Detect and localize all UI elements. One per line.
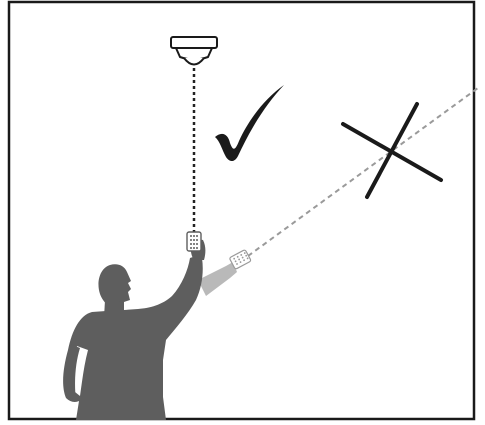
remote-control-icon bbox=[187, 232, 201, 251]
ceiling-sensor-icon bbox=[171, 37, 217, 65]
incorrect-arm bbox=[198, 262, 237, 296]
checkmark-icon bbox=[215, 85, 284, 161]
incorrect-aim-line bbox=[248, 88, 478, 256]
person-silhouette bbox=[63, 256, 203, 420]
cross-icon bbox=[343, 104, 441, 197]
